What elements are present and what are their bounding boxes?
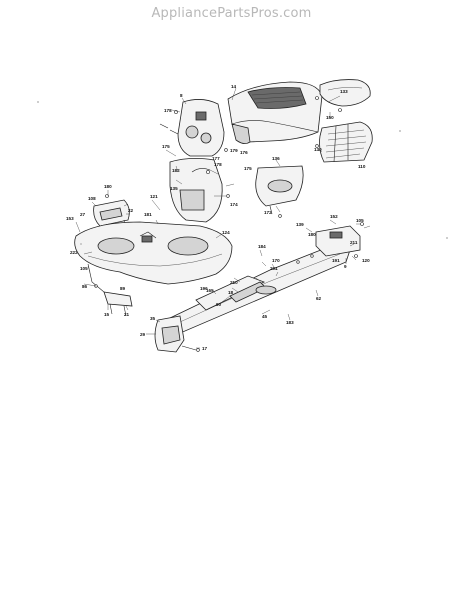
headlight-lens: [315, 79, 371, 112]
label-165: 165: [206, 288, 214, 293]
label-184: 184: [258, 244, 266, 249]
label-211: 211: [350, 240, 358, 245]
label-dash-bolt: 175: [162, 144, 170, 149]
label-172: 172: [264, 210, 272, 215]
label-hood: 14: [231, 84, 237, 89]
front-axle: [154, 315, 200, 353]
label-183: 183: [286, 320, 294, 325]
label-15: 15: [104, 312, 110, 317]
label-89: 89: [120, 286, 126, 291]
label-dash-left: 178: [164, 108, 172, 113]
label-dash-bracket: 179: [230, 148, 238, 153]
label-124: 124: [222, 230, 230, 235]
label-21: 21: [124, 312, 130, 317]
label-62: 62: [316, 296, 322, 301]
label-196: 196: [200, 286, 208, 291]
label-170: 170: [272, 258, 280, 263]
label-17: 17: [202, 346, 208, 351]
heat-shield: [255, 165, 304, 218]
part-labels: 14 150 133 130 110 8 178 175 179 177 178…: [66, 84, 370, 351]
label-152: 152: [330, 214, 338, 219]
label-27: 27: [80, 212, 86, 217]
label-22: 22: [128, 208, 134, 213]
label-191: 191: [332, 258, 340, 263]
label-120: 120: [362, 258, 370, 263]
label-86: 86: [82, 284, 88, 289]
label-175: 175: [244, 166, 252, 171]
label-180b: 180: [308, 232, 316, 237]
label-174: 174: [230, 202, 238, 207]
label-lens-top: 150: [326, 115, 334, 120]
label-105: 105: [80, 266, 88, 271]
dash-panel: [159, 99, 228, 157]
label-29: 29: [140, 332, 146, 337]
label-35: 35: [150, 316, 156, 321]
label-177: 177: [212, 156, 220, 161]
label-108: 108: [88, 196, 96, 201]
label-9: 9: [344, 264, 347, 269]
label-181: 181: [144, 212, 152, 217]
label-153: 153: [66, 216, 74, 221]
label-135: 135: [170, 186, 178, 191]
label-182: 182: [172, 168, 180, 173]
label-222: 222: [70, 250, 78, 255]
label-201: 201: [270, 266, 278, 271]
label-121: 121: [150, 194, 158, 199]
pedal-assembly: [93, 194, 130, 237]
label-178: 178: [214, 162, 222, 167]
front-bracket: [315, 222, 364, 258]
label-136: 136: [272, 156, 280, 161]
grille: [315, 121, 373, 163]
label-90: 90: [216, 302, 222, 307]
leader-lines: [75, 87, 371, 349]
label-176: 176: [240, 150, 248, 155]
label-18: 18: [228, 290, 234, 295]
label-lens-side: 133: [340, 89, 348, 94]
label-grille-side: 130: [314, 147, 322, 152]
label-grille-bolt: 110: [358, 164, 366, 169]
label-45: 45: [262, 314, 268, 319]
watermark: AppliancePartsPros.com: [151, 6, 312, 21]
footrest-frame: [74, 221, 233, 285]
label-210: 210: [230, 280, 238, 285]
label-180: 180: [104, 184, 112, 189]
label-dash-top: 8: [180, 93, 183, 98]
lower-dash: [169, 158, 230, 223]
label-139: 139: [296, 222, 304, 227]
label-105b: 105: [356, 218, 364, 223]
hood: [227, 81, 323, 144]
